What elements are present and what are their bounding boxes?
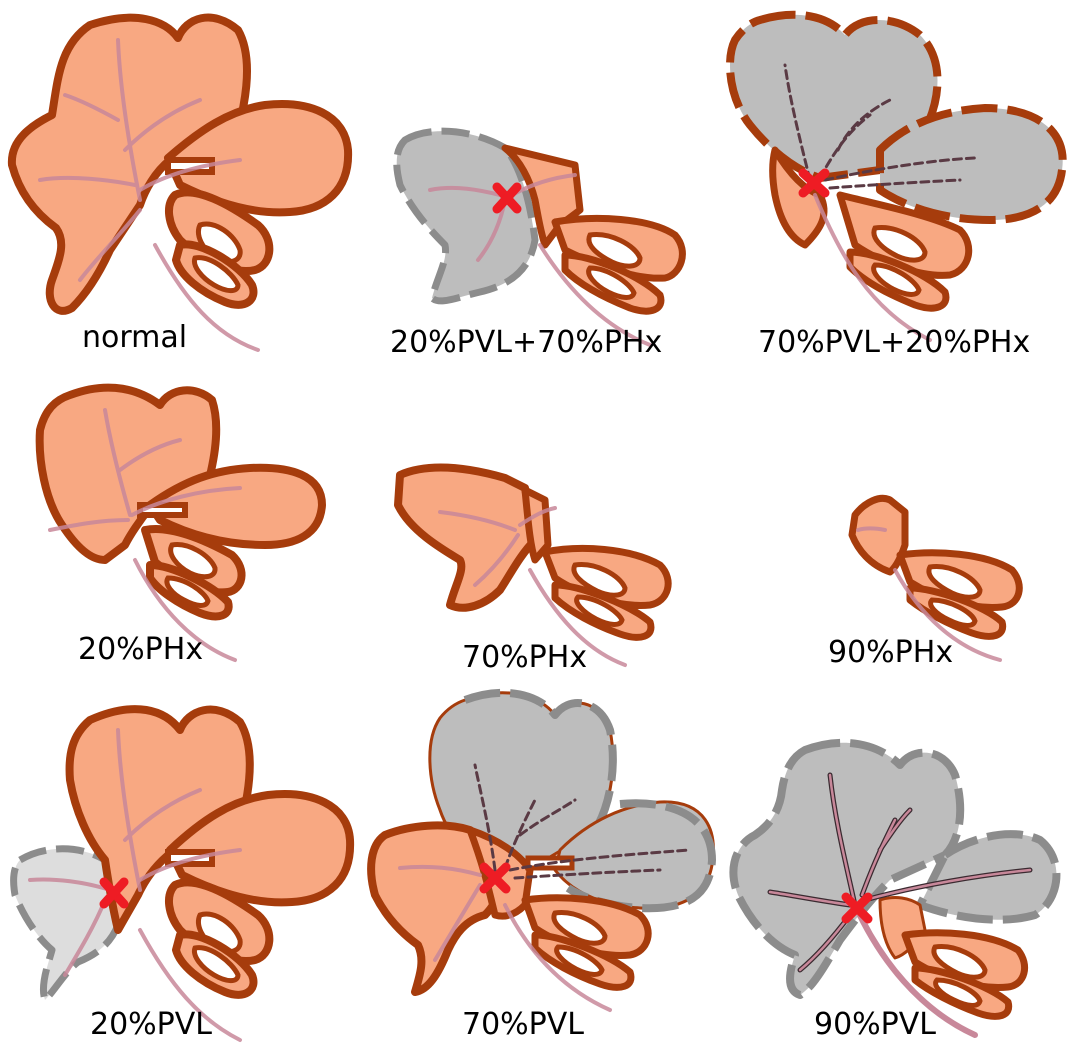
panel-label-pvl70-phx20: 70%PVL+20%PHx — [758, 328, 1030, 358]
panel-pvl70 — [371, 693, 713, 1010]
panel-label-pvl20: 20%PVL — [90, 1010, 212, 1040]
panel-label-phx20: 20%PHx — [78, 635, 203, 665]
panel-label-phx70: 70%PHx — [462, 643, 587, 673]
panel-pvl90 — [733, 743, 1056, 1035]
panel-label-normal: normal — [82, 323, 187, 353]
ligated-lobe-icon — [14, 849, 119, 1000]
liver-remnant-icon — [70, 709, 351, 995]
liver-remnant-icon — [852, 498, 1019, 636]
panel-label-pvl70: 70%PVL — [462, 1010, 584, 1040]
panel-phx70 — [398, 468, 668, 665]
liver-normal-icon — [12, 18, 348, 350]
panel-label-phx90: 90%PHx — [828, 638, 953, 668]
panel-pvl70-phx20 — [730, 15, 1063, 340]
panel-pvl20 — [14, 709, 350, 1040]
panel-label-pvl20-phx70: 20%PVL+70%PHx — [390, 328, 662, 358]
panel-normal — [12, 18, 348, 350]
panel-pvl20-phx70 — [397, 131, 683, 345]
panel-label-pvl90: 90%PVL — [814, 1010, 936, 1040]
liver-remnant-icon — [40, 388, 322, 617]
liver-remnant-icon — [398, 468, 668, 638]
panel-phx20 — [40, 388, 322, 660]
